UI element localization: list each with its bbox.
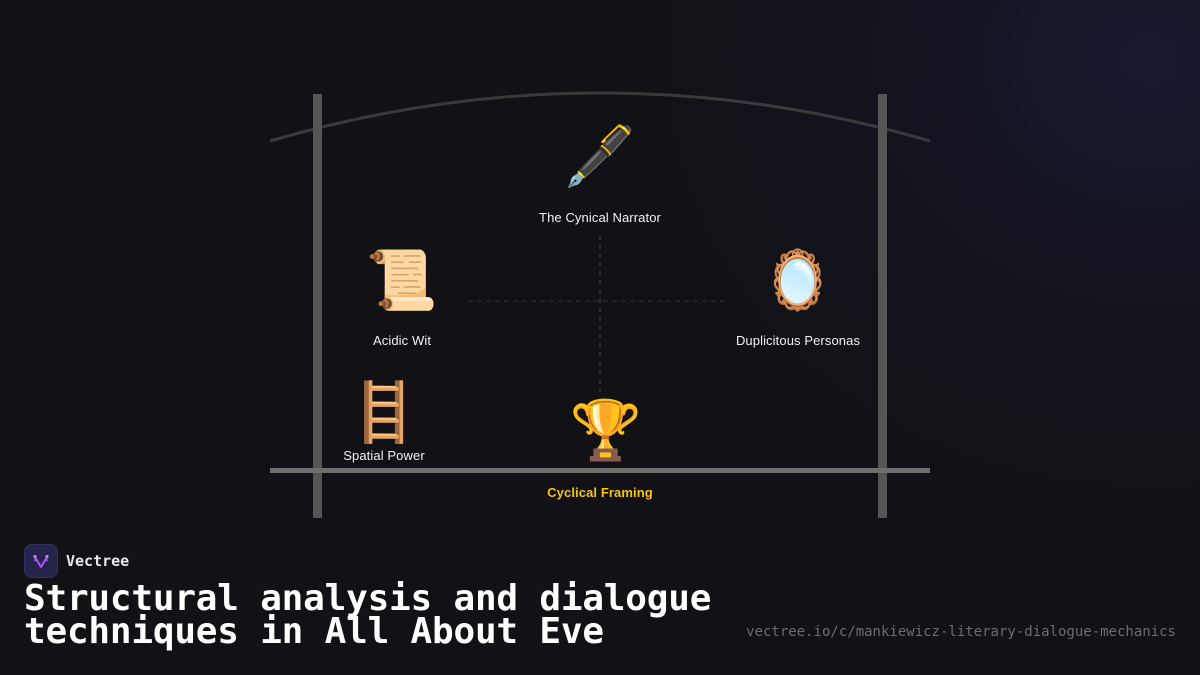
node-duplicitous-personas: 🪞 Duplicitous Personas [736,248,860,348]
brand-name: Vectree [66,552,130,570]
node-spatial-power: 🪜 Spatial Power [343,380,425,463]
title-line-2: techniques in All About Eve [24,611,604,652]
node-label: Spatial Power [343,448,425,463]
brand: Vectree [24,544,129,578]
source-url: vectree.io/c/mankiewicz-literary-dialogu… [746,624,1176,640]
node-cynical-narrator: 🖋️ The Cynical Narrator [539,124,661,225]
title-line-1: Structural analysis and dialogue [24,578,712,619]
right-pillar [878,94,887,518]
page-title: Structural analysis and dialogue techniq… [24,578,712,652]
top-arc [269,91,931,143]
fountain-pen-icon: 🖋️ [563,122,637,190]
mirror-icon: 🪞 [761,246,835,314]
node-cyclical-framing: 🏆 Cyclical Framing [547,396,653,500]
scroll-icon: 📜 [365,246,439,314]
node-label: Acidic Wit [372,333,432,348]
floor-bar [270,468,930,473]
left-pillar [313,94,322,518]
ladder-icon: 🪜 [347,378,421,446]
node-label: Duplicitous Personas [735,333,861,348]
node-label-accent: Cyclical Framing [547,485,653,500]
node-label: The Cynical Narrator [539,210,661,225]
trophy-icon: 🏆 [569,396,643,464]
vectree-logo-icon [24,544,58,578]
node-acidic-wit: 📜 Acidic Wit [366,248,438,348]
